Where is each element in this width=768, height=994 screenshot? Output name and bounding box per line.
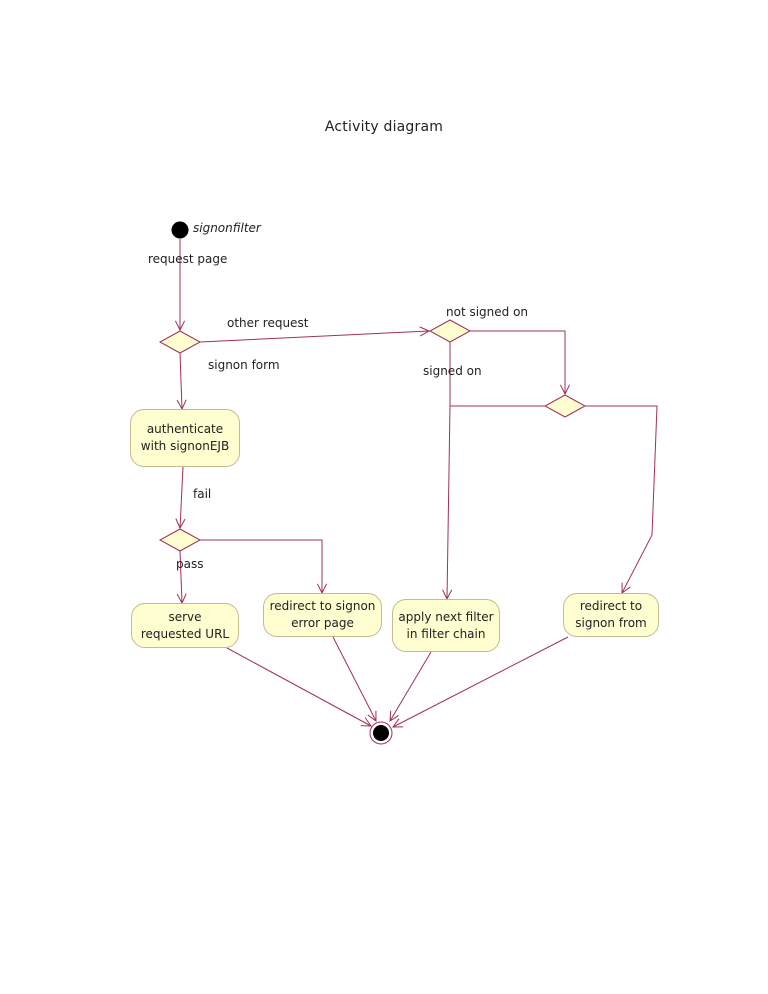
edge-merge-right [585,405,658,593]
edge-from-final [393,636,569,727]
activity-apply-filter-line1: apply next filter [398,609,494,624]
activity-authenticate: authenticate with signonEJB [130,409,240,467]
edge-signed-on [447,342,450,599]
activity-redirect-from-line1: redirect to [579,599,643,613]
final-node [373,725,389,741]
activity-apply-filter-line2: in filter chain [406,626,486,641]
diagram-title: Activity diagram [324,119,444,135]
edge-error-final [332,636,376,721]
initial-node-label: signonfilter [193,221,261,235]
edge-not-signed-on [470,330,565,394]
edge-label-not-signed-on: not signed on [446,305,529,319]
edge-label-pass: pass [176,557,204,571]
edge-fail [180,466,183,528]
decision-signed [428,319,472,343]
edge-label-signon-form: signon form [208,358,280,372]
activity-redirect-from: redirect to signon from [563,593,659,637]
activity-authenticate-line2: with signonEJB [140,439,230,453]
activity-apply-filter: apply next filter in filter chain [392,599,500,652]
decision-auth [158,528,202,552]
edge-serve-final [226,647,371,726]
edge-other-request [199,331,429,343]
activity-redirect-error-line1: redirect to signon [269,599,376,613]
edge-pass [180,550,182,603]
activity-serve-line1: serve [168,609,202,624]
edge-signon-form [180,352,182,409]
edge-to-error [200,539,322,593]
activity-authenticate-line1: authenticate [146,422,224,436]
edge-filter-final [390,651,432,721]
activity-serve-line2: requested URL [140,626,230,641]
activity-serve: serve requested URL [131,603,239,648]
initial-node [171,221,189,239]
edge-label-other-request: other request [227,316,309,330]
activity-redirect-error: redirect to signon error page [263,593,382,637]
edge-label-request-page: request page [148,252,228,266]
activity-redirect-error-line2: error page [291,616,354,630]
edge-label-signed-on: signed on [423,364,482,378]
edge-label-fail: fail [193,487,212,501]
decision-merge [543,394,587,418]
decision-request [158,330,202,354]
activity-redirect-from-line2: signon from [575,616,647,630]
